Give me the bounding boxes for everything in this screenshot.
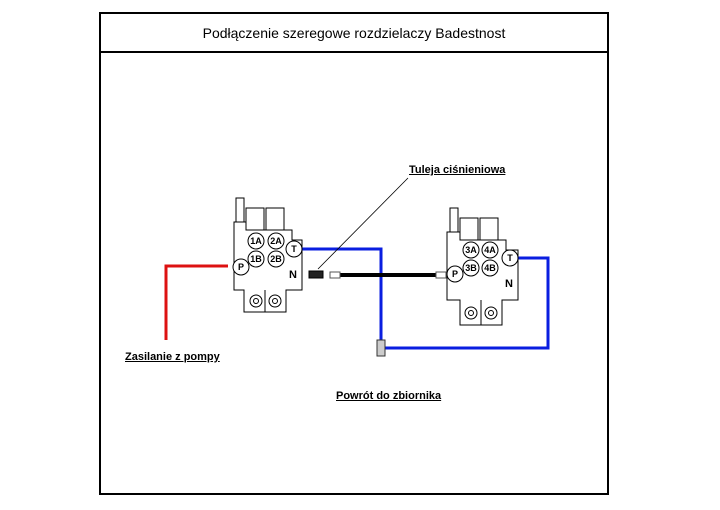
port-P-left: P — [232, 258, 250, 276]
svg-text:2B: 2B — [270, 254, 282, 264]
port-4A: 4A — [481, 241, 499, 259]
tee-fitting — [376, 339, 386, 357]
port-3A: 3A — [462, 241, 480, 259]
port-2A: 2A — [267, 232, 285, 250]
svg-text:4A: 4A — [484, 245, 496, 255]
label-pressure-sleeve: Tuleja ciśnieniowa — [409, 164, 506, 176]
port-1A: 1A — [247, 232, 265, 250]
port-3B: 3B — [462, 259, 480, 277]
port-4B: 4B — [481, 259, 499, 277]
diagram-frame: Podłączenie szeregowe rozdzielaczy Bades… — [99, 12, 609, 495]
svg-text:T: T — [291, 244, 297, 254]
hose-end-right — [435, 271, 447, 279]
return-line-left — [302, 247, 383, 348]
port-T-left: T — [285, 240, 303, 258]
pressure-sleeve — [308, 270, 324, 279]
sleeve-leader-line — [317, 177, 409, 270]
svg-text:1B: 1B — [250, 254, 262, 264]
port-P-right: P — [446, 265, 464, 283]
port-1B: 1B — [247, 250, 265, 268]
svg-text:3B: 3B — [465, 263, 477, 273]
svg-text:4B: 4B — [484, 263, 496, 273]
return-line-right — [381, 256, 550, 350]
svg-text:T: T — [507, 253, 513, 263]
svg-text:P: P — [452, 269, 458, 279]
diagram-title: Podłączenie szeregowe rozdzielaczy Bades… — [101, 14, 607, 53]
port-2B: 2B — [267, 250, 285, 268]
supply-line — [164, 264, 228, 340]
svg-text:P: P — [238, 262, 244, 272]
hose-end-left — [329, 271, 341, 279]
port-N-left: N — [289, 269, 297, 281]
port-T-right: T — [501, 249, 519, 267]
svg-text:1A: 1A — [250, 236, 262, 246]
svg-text:3A: 3A — [465, 245, 477, 255]
svg-text:2A: 2A — [270, 236, 282, 246]
label-pump-supply: Zasilanie z pompy — [125, 351, 220, 363]
label-tank-return: Powrót do zbiornika — [336, 390, 442, 402]
port-N-right: N — [505, 278, 513, 290]
